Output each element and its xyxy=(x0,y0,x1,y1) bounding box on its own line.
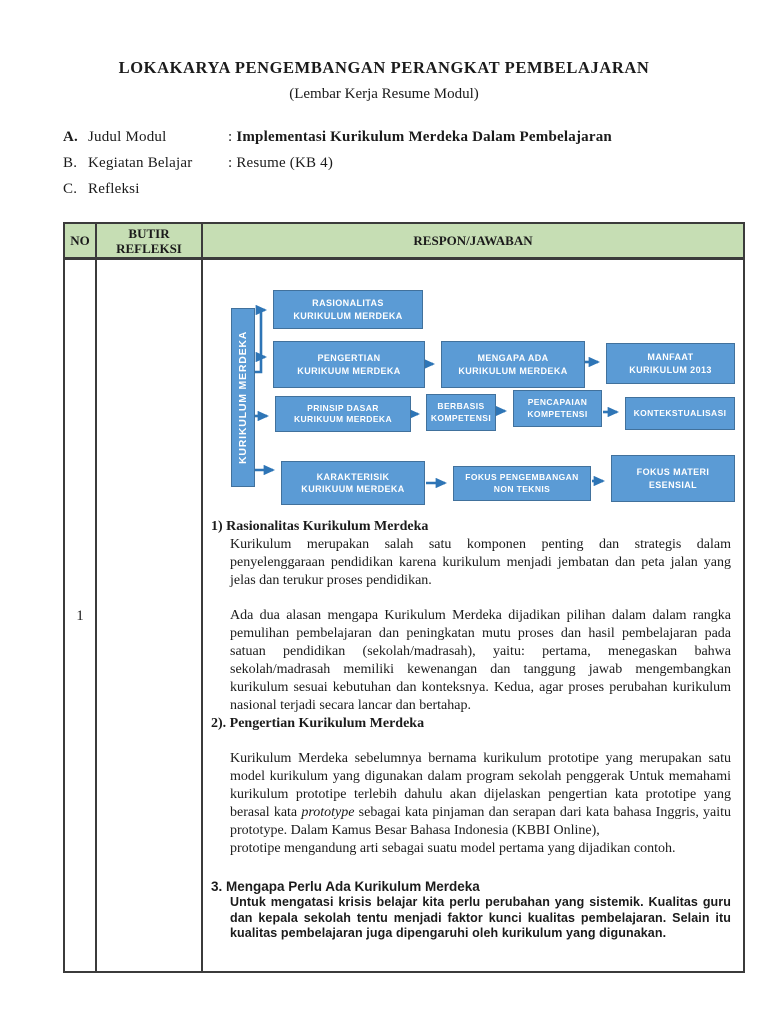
column-header-butir-refleksi: BUTIR REFLEKSI xyxy=(97,224,203,257)
section2-heading: 2). Pengertian Kurikulum Merdeka xyxy=(211,716,425,731)
section3: 3. Mengapa Perlu Ada Kurikulum Merdeka U… xyxy=(211,878,731,942)
diagram-node-pengertian: PENGERTIAN KURIKUUM MERDEKA xyxy=(273,341,425,388)
spacer xyxy=(211,733,731,750)
diagram-node-kurikulum-merdeka: KURIKULUM MERDEKA xyxy=(231,308,255,487)
diagram-node-karakterisik: KARAKTERISIK KURIKUUM MERDEKA xyxy=(281,461,425,505)
kurikulum-merdeka-diagram: KURIKULUM MERDEKA RASIONALITAS KURIKULUM… xyxy=(203,260,741,516)
meta-label: Refleksi xyxy=(88,180,140,197)
spacer xyxy=(211,858,731,878)
diagram-node-fokus-pengembangan: FOKUS PENGEMBANGAN NON TEKNIS xyxy=(453,466,591,501)
cell-respon-jawaban: KURIKULUM MERDEKA RASIONALITAS KURIKULUM… xyxy=(203,260,743,972)
meta-value: Implementasi Kurikulum Merdeka Dalam Pem… xyxy=(236,128,612,145)
page-title: LOKAKARYA PENGEMBANGAN PERANGKAT PEMBELA… xyxy=(118,58,650,77)
section1-paragraph1: Kurikulum merupakan salah satu komponen … xyxy=(230,537,731,588)
meta-colon: : xyxy=(228,128,233,145)
meta-letter: A. xyxy=(63,128,78,145)
diagram-node-mengapa-ada: MENGAPA ADA KURIKULUM MERDEKA xyxy=(441,341,585,388)
diagram-node-berbasis-kompetensi: BERBASIS KOMPETENSI xyxy=(426,394,496,431)
meta-letter: C. xyxy=(63,180,78,197)
diagram-node-pencapaian-kompetensi: PENCAPAIAN KOMPETENSI xyxy=(513,390,602,427)
section1-heading: 1) Rasionalitas Kurikulum Merdeka xyxy=(211,519,429,534)
spacer xyxy=(211,590,731,607)
meta-value: Resume (KB 4) xyxy=(236,154,334,171)
table-header-row: NO BUTIR REFLEKSI RESPON/JAWABAN xyxy=(65,224,743,260)
module-meta: A. Judul Modul : Implementasi Kurikulum … xyxy=(63,124,612,202)
diagram-node-rasionalitas: RASIONALITAS KURIKULUM MERDEKA xyxy=(273,290,423,329)
section1-paragraph2: Ada dua alasan mengapa Kurikulum Merdeka… xyxy=(230,608,731,713)
meta-label: Kegiatan Belajar xyxy=(88,154,193,171)
meta-row-judul-modul: A. Judul Modul : Implementasi Kurikulum … xyxy=(63,124,612,150)
section3-heading: 3. Mengapa Perlu Ada Kurikulum Merdeka xyxy=(211,879,480,894)
column-header-no: NO xyxy=(65,224,97,257)
page-subtitle: (Lembar Kerja Resume Modul) xyxy=(289,86,479,102)
meta-row-kegiatan-belajar: B. Kegiatan Belajar : Resume (KB 4) xyxy=(63,150,612,176)
respon-text: 1) Rasionalitas Kurikulum Merdeka Kuriku… xyxy=(211,518,731,942)
cell-row-number: 1 xyxy=(65,260,97,972)
table-row: 1 xyxy=(65,260,743,972)
section2-text-a: Kurikulum Merdeka sebelumnya bernama kur… xyxy=(230,751,731,820)
meta-colon: : xyxy=(228,154,233,171)
column-header-respon-jawaban: RESPON/JAWABAN xyxy=(413,233,533,248)
section2-italic-word: prototype xyxy=(301,805,355,820)
section2-text-b: sebagai kata pinjaman dan serapan dari k… xyxy=(230,805,731,838)
diagram-node-kontekstualisasi: KONTEKSTUALISASI xyxy=(625,397,735,430)
cell-butir-refleksi-empty xyxy=(97,260,203,972)
reflection-table: NO BUTIR REFLEKSI RESPON/JAWABAN 1 xyxy=(63,222,745,973)
diagram-node-prinsip-dasar: PRINSIP DASAR KURIKUUM MERDEKA xyxy=(275,396,411,432)
section2-paragraph1: Kurikulum Merdeka sebelumnya bernama kur… xyxy=(230,750,731,840)
section2-paragraph2: prototipe mengandung arti sebagai suatu … xyxy=(230,841,676,856)
meta-label: Judul Modul xyxy=(88,128,167,145)
diagram-node-manfaat: MANFAAT KURIKULUM 2013 xyxy=(606,343,735,384)
section3-paragraph1: Untuk mengatasi krisis belajar kita perl… xyxy=(230,895,731,940)
meta-letter: B. xyxy=(63,154,78,171)
meta-row-refleksi: C. Refleksi xyxy=(63,176,612,202)
diagram-node-fokus-materi: FOKUS MATERI ESENSIAL xyxy=(611,455,735,502)
